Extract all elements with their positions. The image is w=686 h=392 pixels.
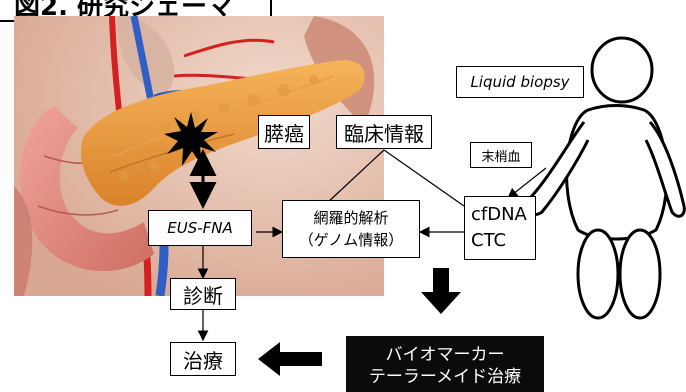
biomarker-line-1: バイオマーカー bbox=[386, 344, 505, 366]
comprehensive-analysis-box: 網羅的解析 （ゲノム情報） bbox=[282, 200, 420, 258]
biomarker-line-2: テーラーメイド治療 bbox=[369, 366, 521, 388]
analysis-line-1: 網羅的解析 bbox=[313, 207, 388, 229]
analysis-line-2: （ゲノム情報） bbox=[299, 229, 404, 251]
cfdna-ctc-box: cfDNA CTC bbox=[464, 196, 536, 260]
left-arrow-icon bbox=[258, 342, 322, 376]
tumor-burst-icon bbox=[164, 112, 218, 166]
cfdna-label: cfDNA bbox=[471, 202, 527, 228]
pancreatic-cancer-label: 膵癌 bbox=[258, 115, 310, 149]
clinical-info-label: 臨床情報 bbox=[336, 115, 432, 149]
clinical-to-cfdna-line bbox=[384, 150, 464, 206]
treatment-label: 治療 bbox=[170, 342, 236, 376]
diagnosis-label: 診断 bbox=[170, 278, 236, 310]
peripheral-blood-label: 末梢血 bbox=[470, 142, 532, 168]
ctc-label: CTC bbox=[471, 228, 506, 254]
liquid-biopsy-label: Liquid biopsy bbox=[456, 66, 584, 98]
down-arrow-icon bbox=[421, 268, 461, 314]
eus-fna-label: EUS-FNA bbox=[148, 210, 252, 246]
